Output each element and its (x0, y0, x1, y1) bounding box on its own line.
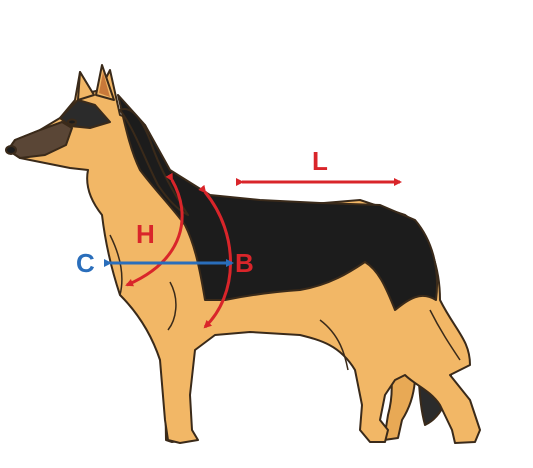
eye (68, 120, 76, 125)
label-neck-height: H (136, 219, 155, 249)
label-length: L (312, 146, 328, 176)
label-chest: C (76, 248, 95, 278)
ear-front (78, 72, 94, 100)
label-body: B (235, 248, 254, 278)
nose (6, 146, 16, 154)
